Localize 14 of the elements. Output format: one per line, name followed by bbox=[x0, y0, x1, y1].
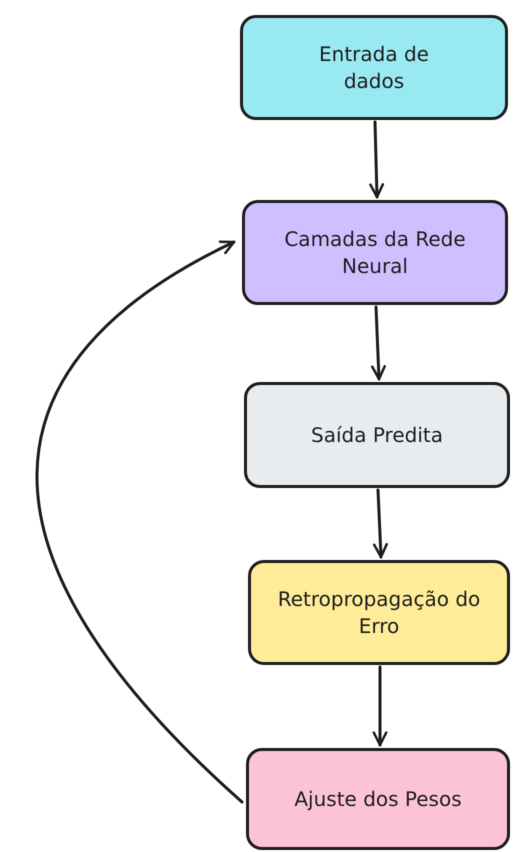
box-label: Retropropagação do Erro bbox=[276, 586, 482, 640]
process-box bbox=[248, 560, 510, 665]
arrow bbox=[369, 120, 384, 198]
box-label: Ajuste dos Pesos bbox=[293, 786, 463, 812]
box-label: Saída Predita bbox=[310, 422, 444, 448]
arrow bbox=[370, 306, 386, 380]
box-label: Camadas da Rede Neural bbox=[283, 226, 467, 280]
process-box bbox=[240, 15, 508, 120]
arrow bbox=[372, 666, 388, 746]
process-box bbox=[242, 200, 508, 305]
process-box bbox=[244, 382, 510, 488]
arrow bbox=[372, 488, 388, 558]
box-label: Entrada de dados bbox=[318, 40, 430, 94]
process-box bbox=[246, 748, 510, 850]
